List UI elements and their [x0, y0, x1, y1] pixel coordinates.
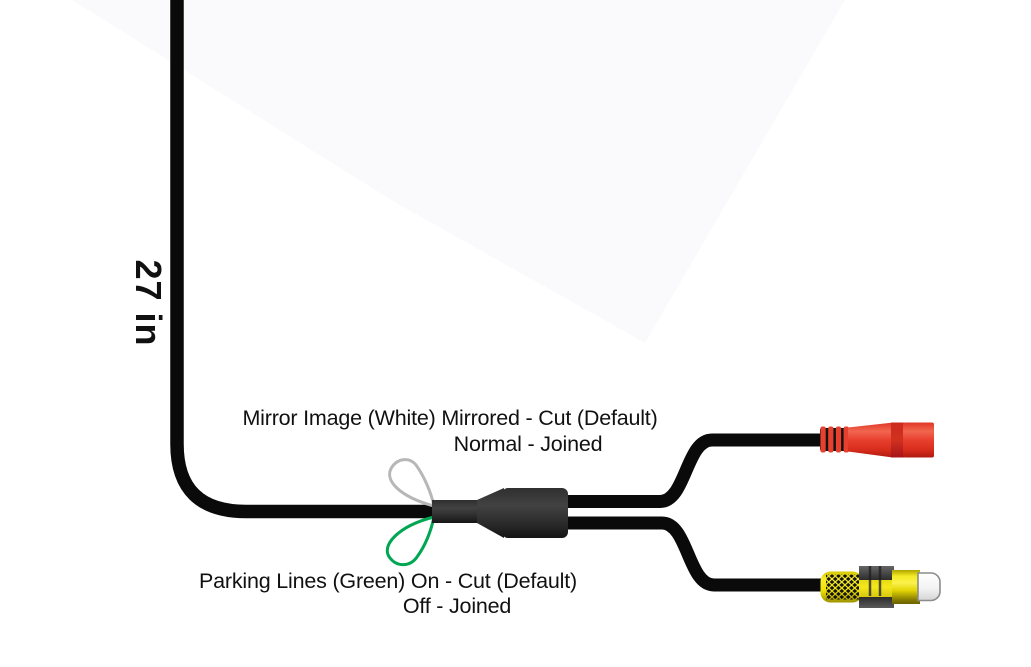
rca-white-tip [917, 572, 941, 602]
green-wire-loop-icon [385, 515, 436, 567]
parking-lines-label-line1: Parking Lines (Green) On - Cut (Default) [199, 569, 577, 593]
red-connector-cone [848, 422, 893, 458]
splitter-taper [477, 488, 504, 538]
red-connector-band [891, 422, 904, 458]
mirror-image-label-line2: Normal - Joined [453, 432, 603, 456]
splitter-neck [432, 500, 478, 523]
red-connector-ribs [820, 426, 849, 453]
yellow-rca-connector-icon [820, 566, 941, 608]
splitter-body [502, 488, 568, 538]
rca-hex-bottom-shade [859, 597, 894, 608]
branch-cable-bottom [556, 516, 825, 592]
parking-lines-label-line2: Off - Joined [402, 594, 512, 618]
white-wire-loop-icon [388, 458, 436, 508]
main-cable [170, 0, 438, 519]
branch-cable-top [556, 433, 823, 508]
mirror-image-label-line1: Mirror Image (White) Mirrored - Cut (Def… [242, 406, 658, 430]
red-power-connector-icon [820, 422, 934, 458]
rca-knurl-texture [826, 574, 860, 600]
cable-length-label: 27 in [128, 259, 169, 347]
cable-splitter-icon [432, 488, 568, 538]
red-connector-rib-base [820, 428, 850, 451]
rca-hex-top-shade [859, 566, 894, 580]
rca-barrel [892, 570, 920, 604]
red-connector-body [903, 422, 934, 458]
